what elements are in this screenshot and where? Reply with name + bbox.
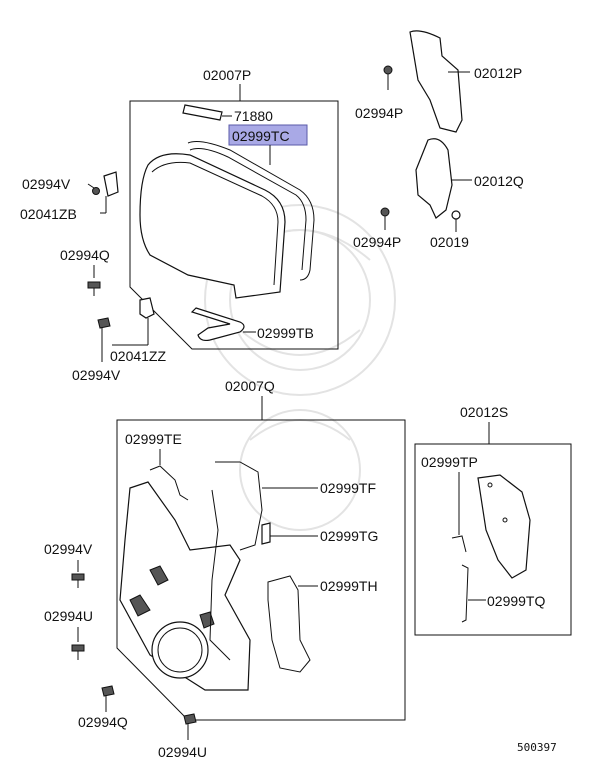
left-parts-upper: 02994V 02041ZB 02994Q 02041ZZ 02994V bbox=[20, 171, 166, 383]
part-02994V-c-bolt[interactable] bbox=[71, 573, 85, 581]
upper-cover-group: 02007P 71880 02999TC 02999TB bbox=[129, 67, 339, 350]
upper-cover-frame bbox=[129, 100, 339, 350]
label-02994V-c[interactable]: 02994V bbox=[44, 541, 93, 557]
part-02994P-b-bolt[interactable] bbox=[380, 207, 390, 217]
diagram-id: 500397 bbox=[517, 741, 557, 754]
part-71880-plate[interactable] bbox=[182, 104, 223, 121]
label-02999TE[interactable]: 02999TE bbox=[125, 431, 182, 447]
part-02012P-cover[interactable] bbox=[409, 30, 463, 133]
highlight-02999TC bbox=[228, 124, 308, 146]
part-02994Q-b-bolt[interactable] bbox=[101, 685, 115, 697]
label-02994Q-b[interactable]: 02994Q bbox=[78, 714, 128, 730]
label-02012S[interactable]: 02012S bbox=[460, 404, 508, 420]
label-71880[interactable]: 71880 bbox=[234, 108, 273, 124]
lower-cover-group: 02007Q 02999TE 02999TF 02999TG 02999TH bbox=[116, 378, 406, 721]
label-02994Q-a[interactable]: 02994Q bbox=[60, 247, 110, 263]
part-02999TE-gasket[interactable] bbox=[149, 465, 189, 501]
label-02007Q[interactable]: 02007Q bbox=[225, 378, 275, 394]
label-02999TG[interactable]: 02999TG bbox=[320, 528, 378, 544]
part-02999TQ-seal[interactable] bbox=[461, 564, 469, 623]
part-02999TF-gasket[interactable] bbox=[215, 461, 263, 551]
part-02041ZZ-bracket[interactable] bbox=[139, 297, 155, 319]
part-02999TC-gasket[interactable] bbox=[187, 141, 315, 281]
part-02999TG[interactable] bbox=[261, 522, 271, 545]
part-02994V-b-bolt[interactable] bbox=[97, 317, 111, 329]
label-02994P-b[interactable]: 02994P bbox=[353, 234, 401, 250]
label-02994U-b[interactable]: 02994U bbox=[158, 744, 207, 760]
label-02999TP[interactable]: 02999TP bbox=[421, 454, 478, 470]
part-lower-timing-cover[interactable] bbox=[119, 481, 251, 691]
label-02999TQ[interactable]: 02999TQ bbox=[487, 593, 545, 609]
watermark bbox=[204, 204, 396, 531]
label-02041ZZ[interactable]: 02041ZZ bbox=[110, 348, 166, 364]
rear-plate-group: 02012S 02999TP 02999TQ bbox=[414, 404, 572, 636]
part-02012Q-plate[interactable] bbox=[415, 138, 453, 219]
label-02012Q[interactable]: 02012Q bbox=[474, 173, 524, 189]
label-02994P-a[interactable]: 02994P bbox=[355, 105, 403, 121]
left-parts-lower: 02994V 02994U 02994Q 02994U bbox=[44, 541, 207, 760]
part-02999TB[interactable] bbox=[190, 307, 245, 342]
part-02012S-plate[interactable] bbox=[477, 474, 531, 579]
part-02019-washer[interactable] bbox=[451, 210, 461, 220]
label-02994V-a[interactable]: 02994V bbox=[22, 176, 71, 192]
part-upper-timing-cover[interactable] bbox=[139, 153, 286, 299]
label-02994U-a[interactable]: 02994U bbox=[44, 608, 93, 624]
part-02994P-a-bolt[interactable] bbox=[383, 65, 393, 75]
label-02019[interactable]: 02019 bbox=[430, 234, 469, 250]
label-02999TB[interactable]: 02999TB bbox=[257, 325, 314, 341]
label-02041ZB[interactable]: 02041ZB bbox=[20, 206, 77, 222]
part-02999TH-gasket[interactable] bbox=[267, 575, 311, 673]
part-02994U-b-bolt[interactable] bbox=[183, 713, 197, 725]
label-02999TH[interactable]: 02999TH bbox=[320, 578, 378, 594]
right-parts-upper: 02012P 02994P 02012Q 02994P 02019 bbox=[353, 30, 524, 250]
part-02994Q-a-bolt[interactable] bbox=[87, 281, 101, 289]
label-02012P[interactable]: 02012P bbox=[474, 65, 522, 81]
label-02007P[interactable]: 02007P bbox=[203, 67, 251, 83]
label-02999TF[interactable]: 02999TF bbox=[320, 480, 376, 496]
part-lower-cover-ribs bbox=[129, 565, 215, 629]
label-02999TC[interactable]: 02999TC bbox=[232, 128, 290, 144]
lower-cover-frame bbox=[116, 419, 406, 721]
rear-plate-frame bbox=[414, 443, 572, 636]
part-02994U-a-bolt[interactable] bbox=[71, 644, 85, 652]
part-02041ZB-bracket[interactable] bbox=[103, 171, 119, 197]
part-02994V-a-bolt[interactable] bbox=[92, 187, 100, 195]
part-02999TP-seal[interactable] bbox=[451, 535, 467, 553]
label-02994V-b[interactable]: 02994V bbox=[72, 367, 121, 383]
part-lower-cover-opening bbox=[151, 621, 209, 679]
